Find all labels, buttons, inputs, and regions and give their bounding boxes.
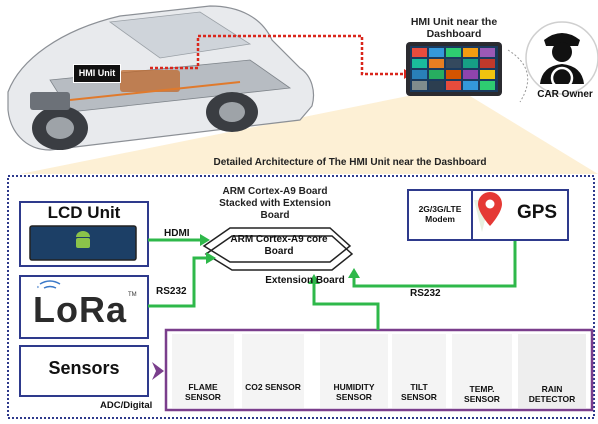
lora-box (19, 275, 149, 339)
arm-board-title: ARM Cortex-A9 Board Stacked with Extensi… (219, 186, 331, 221)
app-tile (480, 59, 495, 68)
car-to-hmi-link (150, 34, 404, 76)
app-tile (412, 59, 427, 68)
app-tile (412, 81, 427, 90)
app-tile (446, 59, 461, 68)
app-tile (463, 81, 478, 90)
rs232-lora-label: RS232 (156, 286, 187, 297)
wireless-signal-icon (37, 280, 61, 289)
app-tile (446, 48, 461, 57)
owner-link (507, 49, 529, 103)
arrow-right-icon (206, 252, 216, 264)
sensor-label: RAIN DETECTOR (528, 384, 576, 404)
adc-digital-label: ADC/Digital (100, 400, 153, 411)
arrow-up-icon (308, 274, 320, 284)
sensor-label: CO2 SENSOR (245, 382, 301, 392)
app-tile (463, 59, 478, 68)
app-tile (412, 48, 427, 57)
android-icon (76, 231, 90, 248)
sensor-card-tilt: TILT SENSOR (392, 334, 446, 408)
arrow-up-icon (348, 268, 360, 278)
extension-board-label: Extension Board (265, 275, 345, 286)
hmi-unit-car-tag: HMI Unit (73, 64, 121, 83)
sensor-label: TEMP. SENSOR (464, 384, 500, 404)
architecture-title: Detailed Architecture of The HMI Unit ne… (213, 157, 487, 168)
adc-link (312, 280, 380, 330)
arrow-right-icon (200, 234, 210, 246)
architecture-panel-border (7, 175, 595, 419)
app-tile (446, 81, 461, 90)
modem-label: 2G/3G/LTE Modem (418, 204, 462, 224)
car-illustration (7, 5, 315, 151)
rs232-gps-label: RS232 (410, 288, 441, 299)
car-owner-icon (525, 21, 598, 95)
sensor-card-temp: TEMP. SENSOR (452, 334, 512, 408)
map-pin-icon (474, 192, 502, 232)
hmi-dashboard-title: HMI Unit near the Dashboard (410, 16, 498, 40)
app-tile (463, 70, 478, 79)
hdmi-link-label: HDMI (164, 228, 190, 239)
zoom-highlight (20, 96, 598, 174)
hmi-unit-car-label: HMI Unit (78, 68, 116, 78)
sensor-label: TILT SENSOR (401, 382, 437, 402)
sensor-label: FLAME SENSOR (185, 382, 221, 402)
lcd-unit-label: LCD Unit (47, 203, 121, 222)
app-tile (480, 81, 495, 90)
gps-link (352, 240, 517, 288)
sensor-cards: FLAME SENSOR CO2 SENSOR HUMIDITY SENSOR … (170, 334, 590, 408)
sensor-card-rain: RAIN DETECTOR (518, 334, 586, 408)
extension-board-shape (204, 235, 354, 271)
app-tile (429, 81, 444, 90)
sensors-box (19, 345, 149, 397)
app-tile (480, 70, 495, 79)
app-tile (446, 70, 461, 79)
sensors-label: Sensors (48, 358, 120, 378)
modem-box (407, 189, 473, 241)
gps-label: GPS (516, 202, 558, 223)
owner-label: CAR Owner (537, 89, 593, 100)
lora-trademark: TM (128, 292, 137, 298)
app-tile (480, 48, 495, 57)
sensor-label: HUMIDITY SENSOR (333, 382, 375, 402)
lora-link (148, 256, 210, 308)
hmi-tablet (406, 42, 502, 96)
app-tile (429, 70, 444, 79)
chevron-right-icon (152, 362, 164, 380)
app-tile (463, 48, 478, 57)
sensor-card-flame: FLAME SENSOR (172, 334, 234, 408)
app-tile (429, 48, 444, 57)
sensor-card-humidity: HUMIDITY SENSOR (320, 334, 388, 408)
app-tile (429, 59, 444, 68)
core-board-label: ARM Cortex-A9 core Board (230, 234, 328, 257)
app-tile (412, 70, 427, 79)
lora-label: LoRa (33, 289, 127, 330)
sensor-card-co2: CO2 SENSOR (242, 334, 304, 408)
